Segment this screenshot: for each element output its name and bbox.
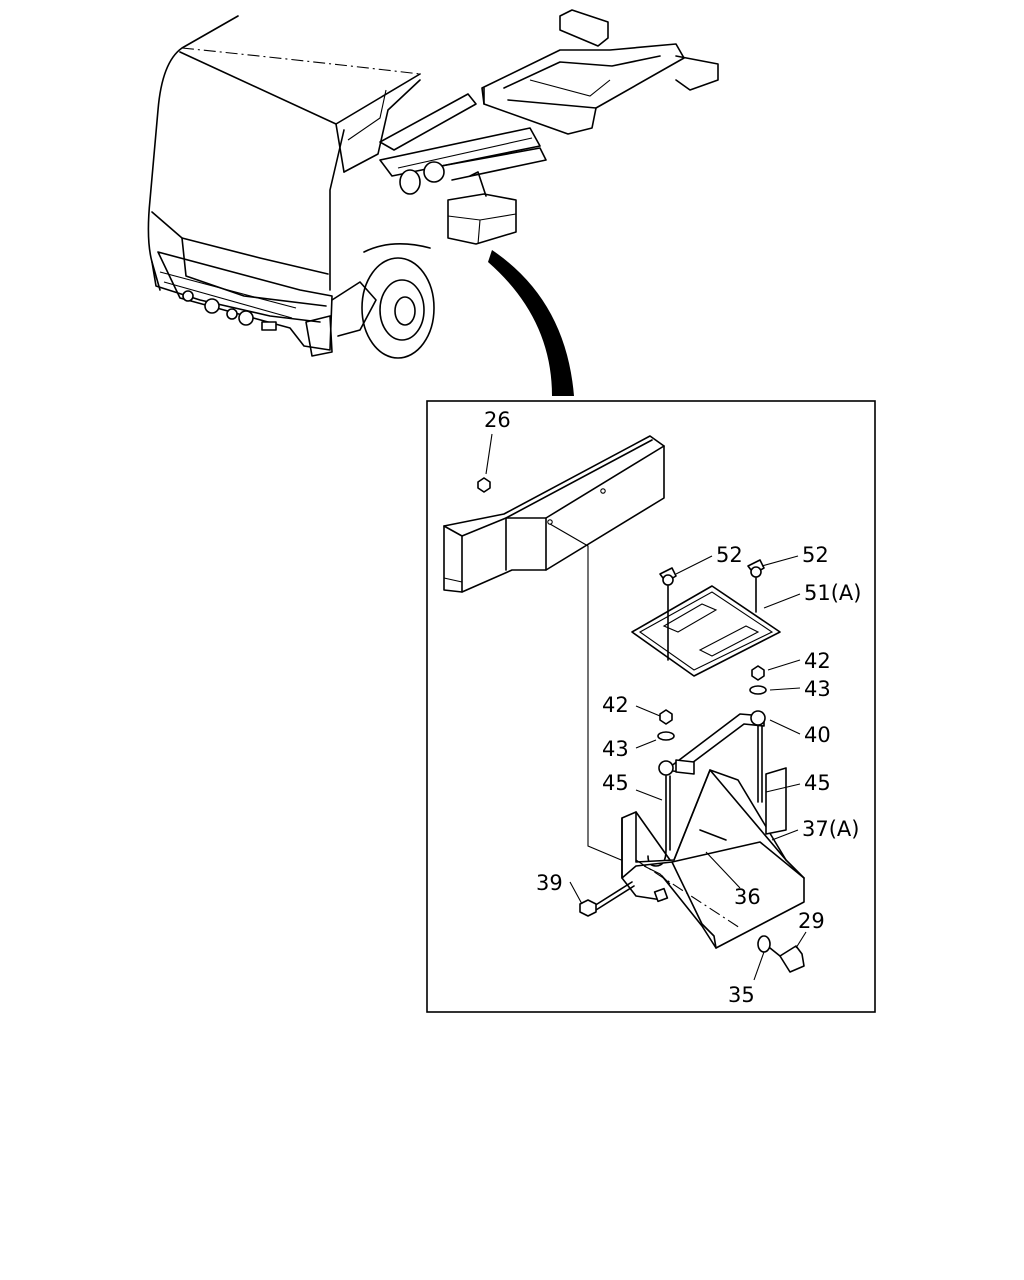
callout-42-left: 42 xyxy=(602,693,629,717)
callout-29: 29 xyxy=(798,909,825,933)
callout-45-left: 45 xyxy=(602,771,629,795)
callout-52-right: 52 xyxy=(802,543,829,567)
callout-43-left: 43 xyxy=(602,737,629,761)
callout-35: 35 xyxy=(728,983,755,1007)
leader-lines xyxy=(485,433,807,981)
detail-frame xyxy=(426,400,876,1013)
callout-26: 26 xyxy=(484,408,511,432)
callouts: 26 52 52 51(A) 42 43 42 43 40 45 45 37(A… xyxy=(484,408,861,1007)
callout-43-right: 43 xyxy=(804,677,831,701)
callout-45-right: 45 xyxy=(804,771,831,795)
callout-37a: 37(A) xyxy=(802,817,859,841)
truck-overview xyxy=(147,9,719,396)
callout-51a: 51(A) xyxy=(804,581,861,605)
callout-36: 36 xyxy=(734,885,761,909)
nut-26 xyxy=(477,477,491,493)
battery-cover xyxy=(631,585,781,677)
callout-39: 39 xyxy=(536,871,563,895)
callout-40: 40 xyxy=(804,723,831,747)
callout-52-left: 52 xyxy=(716,543,743,567)
callout-42-right: 42 xyxy=(804,649,831,673)
